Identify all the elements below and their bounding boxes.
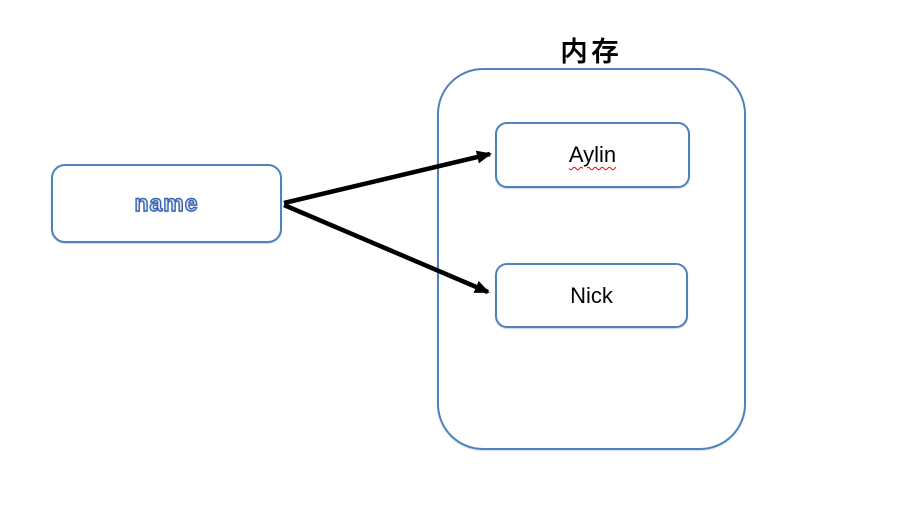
variable-name-label: name xyxy=(134,189,199,216)
object-nick-label: Nick xyxy=(570,282,613,308)
object-nick-box: Nick xyxy=(495,263,688,328)
object-aylin-label: Aylin xyxy=(568,142,617,167)
memory-container-title: 内存 xyxy=(560,37,623,67)
object-aylin-box: Aylin xyxy=(495,122,690,188)
variable-name-box: name xyxy=(51,164,282,243)
